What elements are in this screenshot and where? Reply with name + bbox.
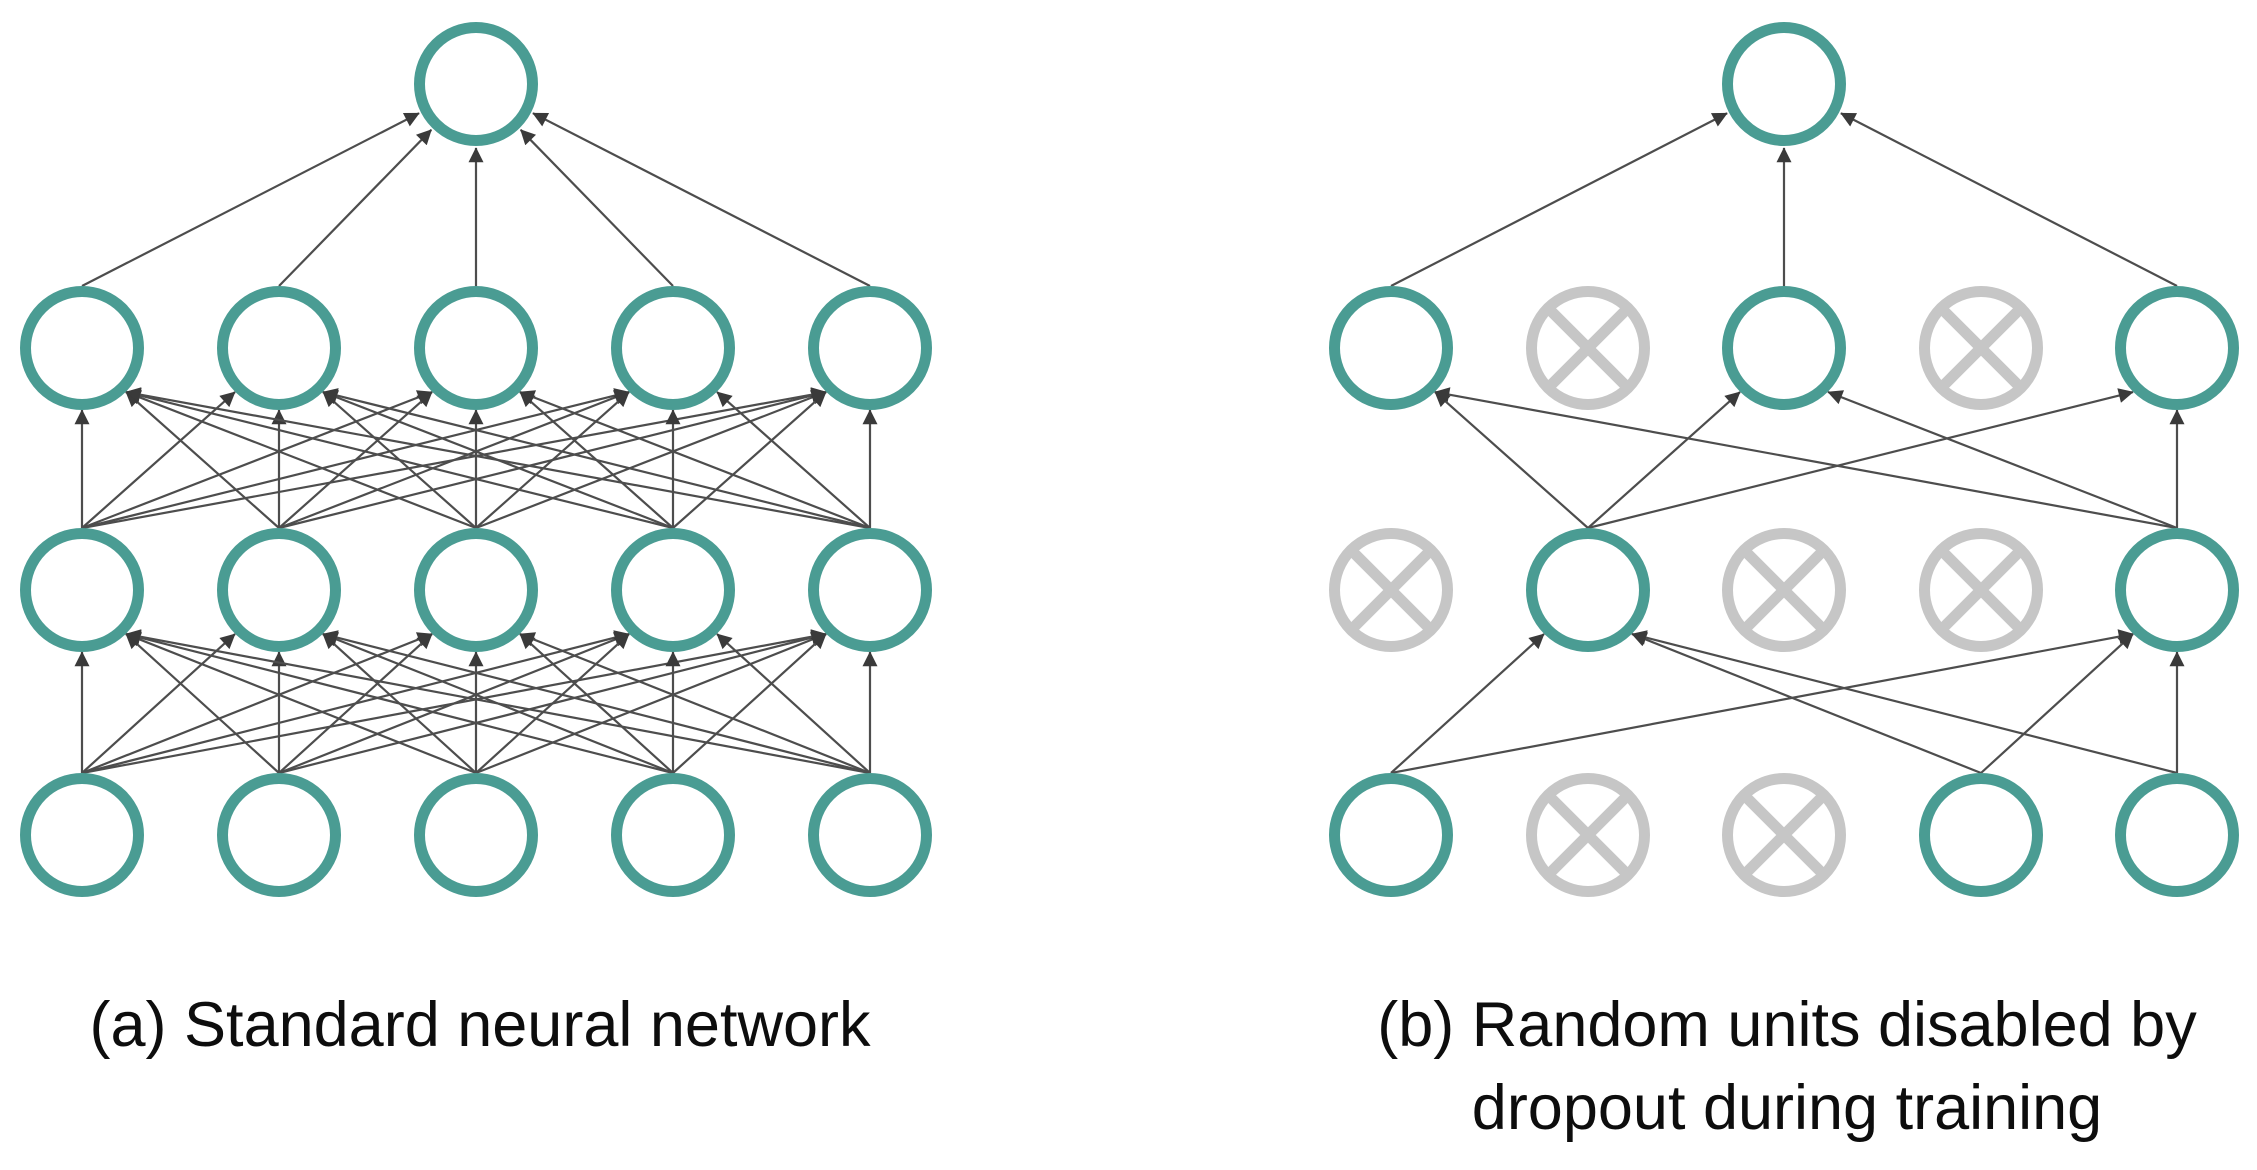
caption-b-line1: (b) Random units disabled by: [1377, 990, 2197, 1060]
dropout-x-mark: [1741, 547, 1827, 633]
neuron-input-layer: [611, 773, 735, 897]
diagram-a: [20, 22, 932, 897]
neuron-hidden-layer-lower: [611, 528, 735, 652]
connection-arrow: [475, 390, 827, 530]
diagram-b: [1329, 22, 2239, 897]
connection-arrow: [672, 633, 827, 774]
dropout-x-mark: [1545, 305, 1631, 391]
neuron-output: [414, 22, 538, 146]
connection-arrow: [278, 633, 433, 774]
connection-arrow: [125, 387, 871, 530]
connection-arrow: [519, 632, 871, 775]
connection-arrow: [278, 632, 630, 775]
neuron-hidden-layer-lower: [414, 528, 538, 652]
neuron-hidden-layer-lower: [1526, 528, 1650, 652]
connection-arrow: [125, 391, 280, 529]
connection-arrow: [1434, 391, 1589, 529]
neuron-hidden-layer-upper: [217, 286, 341, 410]
neuron-input-layer: [2115, 773, 2239, 897]
connection-arrow: [278, 390, 630, 530]
connection-arrow: [716, 633, 871, 774]
connection-arrow: [278, 391, 433, 529]
connection-arrow: [475, 633, 630, 774]
neuron-input-layer: [217, 773, 341, 897]
neuron-hidden-layer-upper: [2115, 286, 2239, 410]
connection-arrow: [716, 391, 871, 529]
neuron-output: [1722, 22, 1846, 146]
connection-arrow: [125, 629, 871, 775]
caption-b: (b) Random units disabled by dropout dur…: [1377, 984, 2196, 1150]
neuron-input-layer: [1329, 773, 1453, 897]
connection-arrow: [81, 632, 433, 775]
connection-arrow: [1434, 387, 2178, 530]
caption-a-line1: (a) Standard neural network: [89, 990, 871, 1060]
connection-arrow: [81, 633, 236, 774]
neuron-hidden-layer-lower: [20, 528, 144, 652]
neuron-hidden-layer-upper: [20, 286, 144, 410]
dropout-x-mark: [1938, 305, 2024, 391]
neuron-hidden-layer-upper: [1329, 286, 1453, 410]
connection-arrow: [1390, 112, 1728, 287]
connection-arrow: [1587, 391, 1741, 529]
connection-arrow: [475, 632, 827, 775]
connection-arrow: [1587, 388, 2134, 530]
neuron-hidden-layer-upper: [611, 286, 735, 410]
neuron-input-layer: [1919, 773, 2043, 897]
connection-arrow: [519, 129, 674, 287]
connection-arrow: [125, 632, 477, 775]
dropout-x-mark: [1348, 547, 1434, 633]
neuron-hidden-layer-upper: [808, 286, 932, 410]
neuron-input-layer: [808, 773, 932, 897]
connection-arrow: [125, 390, 477, 530]
connection-arrow: [322, 630, 871, 775]
connection-arrow: [1631, 630, 2178, 775]
connection-arrow: [519, 390, 871, 530]
neuron-hidden-layer-lower: [2115, 528, 2239, 652]
connection-arrow: [125, 633, 280, 774]
dropout-x-mark: [1545, 792, 1631, 878]
neuron-hidden-layer-lower: [217, 528, 341, 652]
connection-arrow: [322, 388, 871, 530]
neuron-input-layer: [414, 773, 538, 897]
neuron-hidden-layer-upper: [1722, 286, 1846, 410]
connection-arrow: [1390, 633, 1545, 774]
connection-arrow: [81, 390, 433, 530]
connection-arrow: [1827, 390, 2178, 530]
caption-a: (a) Standard neural network: [90, 984, 871, 1067]
neuron-hidden-layer-upper: [414, 286, 538, 410]
connection-arrow: [475, 391, 630, 529]
connection-arrow: [1840, 112, 2178, 287]
connection-arrow: [125, 388, 674, 530]
neuron-hidden-layer-lower: [808, 528, 932, 652]
dropout-x-mark: [1938, 547, 2024, 633]
connection-arrow: [672, 391, 827, 529]
connection-arrow: [1390, 629, 2134, 775]
connection-arrow: [1980, 633, 2134, 774]
dropout-x-mark: [1741, 792, 1827, 878]
caption-b-line2: dropout during training: [1471, 1073, 2103, 1143]
connection-arrow: [532, 112, 871, 287]
connection-arrow: [81, 112, 420, 287]
connection-arrow: [81, 391, 236, 529]
connection-arrow: [125, 630, 674, 775]
connection-arrow: [278, 129, 433, 287]
neuron-input-layer: [20, 773, 144, 897]
connection-arrow: [1631, 632, 1982, 775]
